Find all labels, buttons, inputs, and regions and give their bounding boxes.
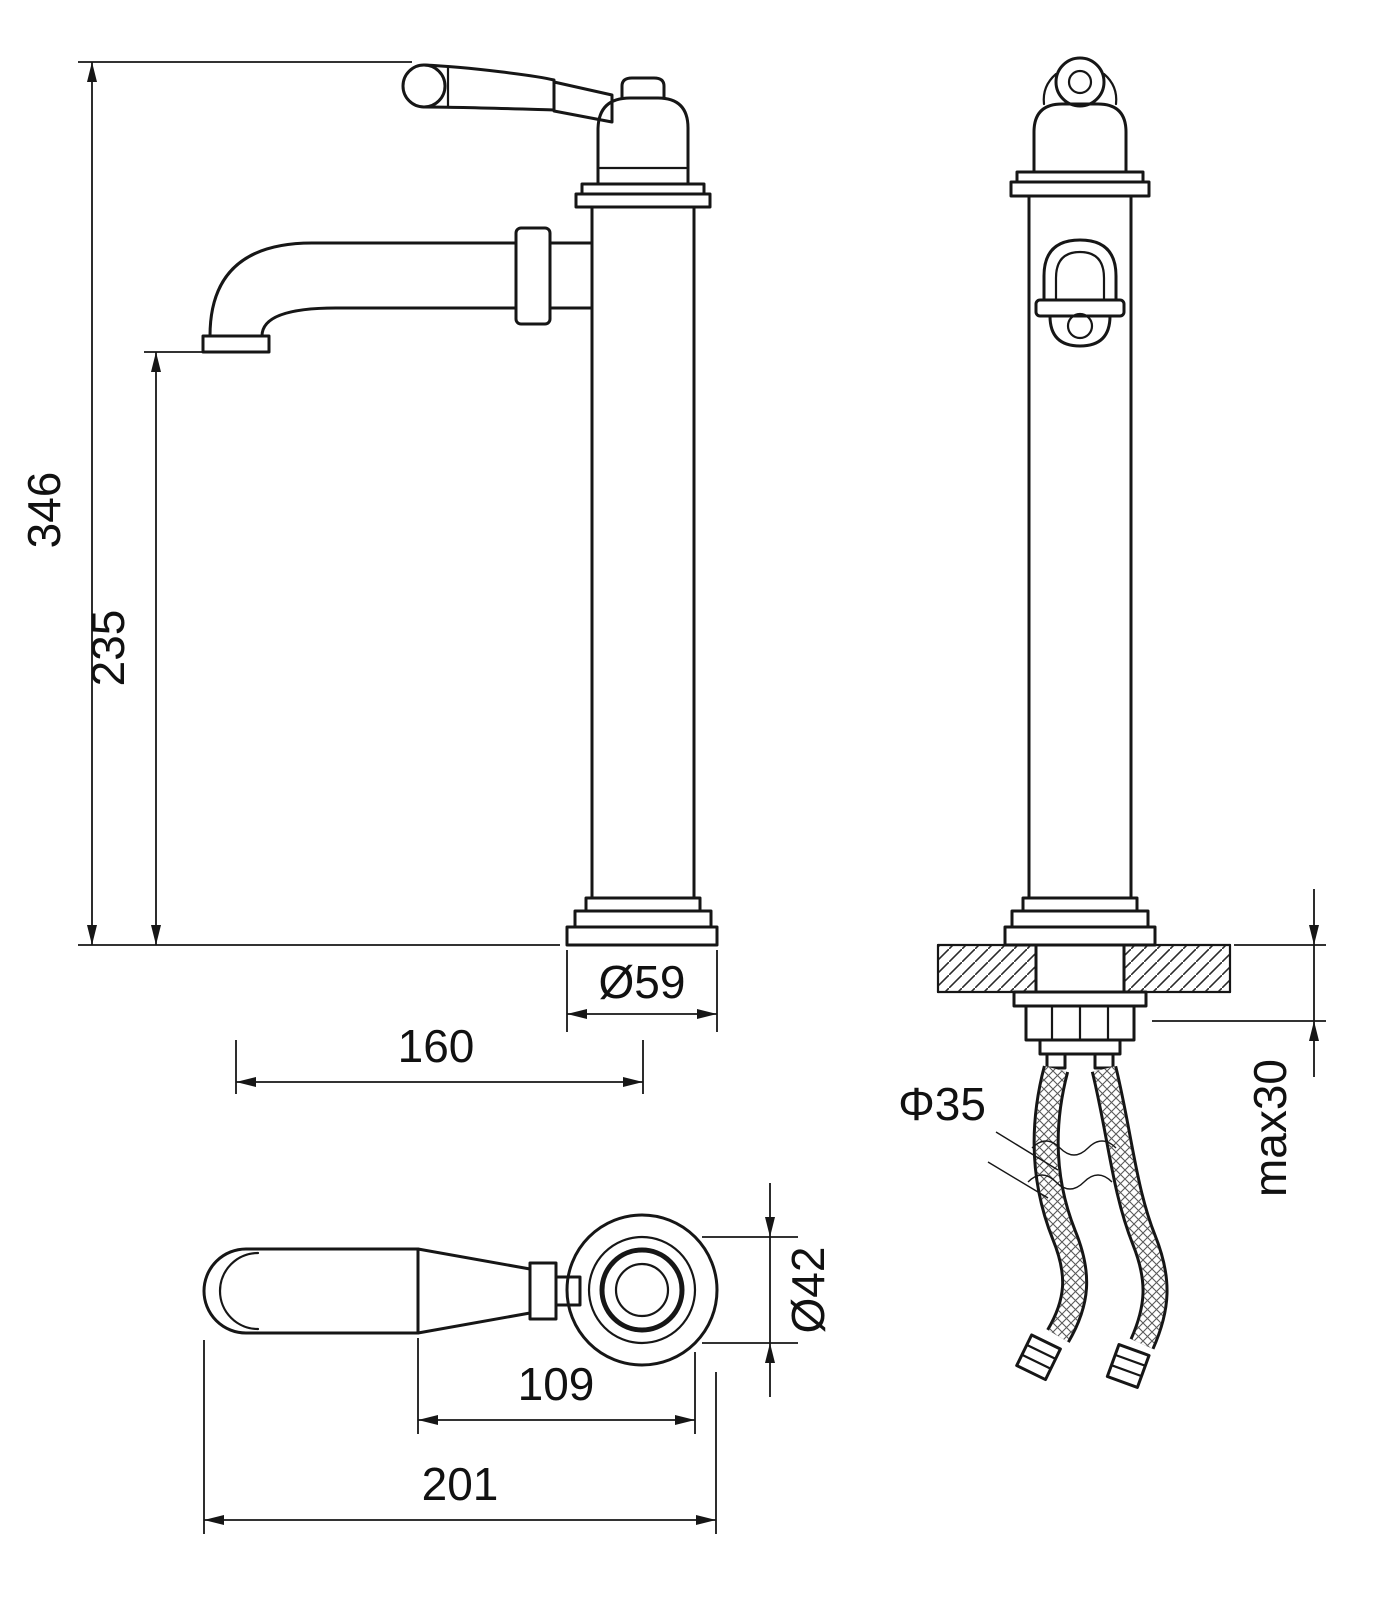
side-body-column [590, 205, 696, 900]
side-cartridge-cap [596, 76, 690, 186]
front-neck-collar [1009, 170, 1151, 198]
dim-label-spout-reach: 160 [398, 1020, 475, 1072]
dim-label-overall-height: 346 [18, 472, 70, 549]
front-base [1003, 896, 1157, 947]
side-spout [201, 226, 594, 354]
hose-nipple-right [1093, 1052, 1115, 1070]
dim-label-base-diameter: Ø59 [599, 956, 686, 1008]
side-spout-outlet [201, 334, 271, 354]
front-cartridge-cap [1032, 102, 1128, 174]
mounting-locknut [1024, 1004, 1136, 1042]
hose-fitting-left [1015, 1333, 1062, 1382]
supply-hose-right [1090, 1065, 1169, 1350]
dim-mounting-hole-diameter: Φ35 [898, 1078, 1059, 1199]
dim-max-mounting-thickness: max30 [1152, 889, 1326, 1197]
top-body-circles [565, 1213, 719, 1367]
top-view [202, 1213, 719, 1367]
dim-spout-outlet-height: 235 [82, 351, 204, 945]
dim-overall-height: 346 [18, 61, 560, 946]
mounting-deck [936, 943, 1232, 994]
dim-label-body-diameter: Ø42 [782, 1247, 834, 1334]
front-spout [1034, 238, 1126, 348]
side-handle-lever [401, 63, 614, 124]
front-aerator-outlet [1066, 312, 1094, 340]
supply-hose-left [1032, 1065, 1089, 1343]
dimensions: 346 235 Ø59 160 Φ35 [18, 61, 1326, 1534]
dim-body-diameter: Ø42 [702, 1183, 834, 1397]
dim-label-spout-outlet-height: 235 [82, 610, 134, 687]
dim-label-max-mounting-thickness: max30 [1244, 1059, 1296, 1197]
dim-label-overall-depth: 201 [422, 1458, 499, 1510]
side-view [201, 63, 719, 947]
hose-fitting-right [1105, 1343, 1151, 1389]
hose-break-marks [1027, 1140, 1117, 1190]
top-handle [202, 1247, 582, 1335]
dim-overall-depth: 201 [203, 1340, 717, 1534]
mounting-hardware [1012, 943, 1148, 1070]
dim-label-mounting-hole-diameter: Φ35 [898, 1078, 986, 1130]
front-handle-knob [1042, 56, 1118, 108]
dim-handle-length: 109 [417, 1338, 696, 1434]
side-base [565, 896, 719, 947]
supply-hoses [1015, 1065, 1169, 1389]
front-view [936, 56, 1232, 1389]
dim-spout-reach: 160 [235, 1020, 644, 1094]
dim-base-diameter: Ø59 [566, 950, 718, 1032]
mounting-washer [1012, 990, 1148, 1008]
side-neck-collar [574, 182, 712, 209]
dim-label-handle-length: 109 [518, 1358, 595, 1410]
front-body-column [1027, 194, 1133, 900]
hose-nipple-left [1045, 1052, 1067, 1070]
